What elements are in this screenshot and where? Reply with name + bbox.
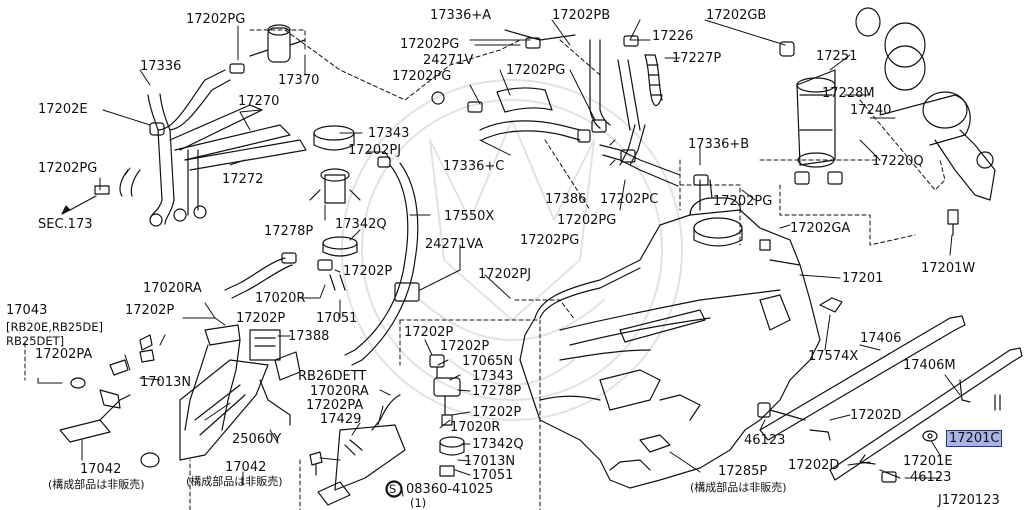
part-label[interactable]: 17406M <box>903 358 956 373</box>
part-label[interactable]: 17251 <box>816 49 858 64</box>
pump-assembly-left <box>59 324 301 468</box>
part-label[interactable]: 17013N <box>464 454 516 469</box>
part-label[interactable]: 17020R <box>255 291 306 306</box>
screw-symbol-letter: S <box>389 482 397 496</box>
part-label[interactable]: 17278P <box>472 384 522 399</box>
part-label[interactable]: 17336+A <box>430 8 492 23</box>
part-label[interactable]: 17220Q <box>872 154 924 169</box>
part-label[interactable]: 17202PG <box>557 213 617 228</box>
part-label[interactable]: 17336+C <box>443 159 505 174</box>
part-label[interactable]: 17272 <box>222 172 264 187</box>
part-label[interactable]: 08360-41025 <box>406 482 494 497</box>
part-label[interactable]: 17343 <box>368 126 410 141</box>
part-label[interactable]: 17550X <box>444 209 495 224</box>
part-label[interactable]: 17202P <box>404 325 454 340</box>
pump-assembly-rb26 <box>309 354 465 506</box>
part-label[interactable]: 17202P <box>472 405 522 420</box>
section-reference[interactable]: SEC.173 <box>38 217 93 232</box>
part-label[interactable]: 17202P <box>236 311 286 326</box>
group-boxes <box>24 29 946 510</box>
part-label[interactable]: 17202PA <box>35 347 93 362</box>
part-label[interactable]: 17013N <box>140 375 192 390</box>
part-label[interactable]: 17202PA <box>306 398 364 413</box>
part-label[interactable]: 17043 <box>6 303 48 318</box>
part-label[interactable]: 17065N <box>462 354 514 369</box>
part-label[interactable]: 17202PG <box>713 194 773 209</box>
part-label[interactable]: 17202PC <box>600 192 659 207</box>
part-note: (構成部品は非販売) <box>690 481 787 494</box>
part-label[interactable]: 17202PJ <box>478 267 532 282</box>
diagram-id: J1720123 <box>938 493 1000 508</box>
part-label[interactable]: 17202D <box>788 458 840 473</box>
tank-straps <box>757 297 1023 483</box>
part-label[interactable]: 17370 <box>278 73 320 88</box>
part-label[interactable]: 17020RA <box>143 281 202 296</box>
fuel-tank-17201 <box>519 174 821 489</box>
part-label[interactable]: 17202PG <box>400 37 460 52</box>
canister-17370 <box>229 24 306 74</box>
part-label[interactable]: 17042 <box>225 460 267 475</box>
part-label[interactable]: 17202P <box>440 339 490 354</box>
part-note: RB25DET] <box>6 334 65 348</box>
part-label[interactable]: 17388 <box>288 329 330 344</box>
part-note: (構成部品は非販売) <box>48 478 145 491</box>
part-label[interactable]: 17202D <box>850 408 902 423</box>
pump-top-assembly <box>224 125 420 366</box>
part-label[interactable]: 17202E <box>38 102 88 117</box>
part-quantity: (1) <box>410 496 427 510</box>
part-label[interactable]: 24271VA <box>425 237 484 252</box>
part-label[interactable]: 17202PJ <box>348 143 402 158</box>
part-label[interactable]: 17202GA <box>790 221 851 236</box>
leader-lines <box>37 19 961 497</box>
part-label[interactable]: 46123 <box>744 433 786 448</box>
part-label[interactable]: 17342Q <box>472 437 524 452</box>
part-label[interactable]: 17574X <box>808 349 859 364</box>
hose-assembly-left <box>61 69 307 227</box>
part-label[interactable]: 17429 <box>320 412 362 427</box>
part-label[interactable]: 17202PB <box>552 8 611 23</box>
part-label[interactable]: 17201W <box>921 261 976 276</box>
part-label[interactable]: 17343 <box>472 369 514 384</box>
part-label[interactable]: 17202PG <box>186 12 246 27</box>
part-label[interactable]: 17278P <box>264 224 314 239</box>
variant-label: RB26DETT <box>298 369 367 384</box>
part-label[interactable]: 17020R <box>450 420 501 435</box>
part-label[interactable]: 17336+B <box>688 137 750 152</box>
part-label[interactable]: 17228M <box>822 86 875 101</box>
part-label[interactable]: 17051 <box>472 468 514 483</box>
part-label[interactable]: 17342Q <box>335 217 387 232</box>
part-label[interactable]: 17270 <box>238 94 280 109</box>
filler-neck-assembly <box>779 7 996 236</box>
part-label[interactable]: 17202PG <box>38 161 98 176</box>
part-label[interactable]: 17202P <box>343 264 393 279</box>
part-label[interactable]: 17201 <box>842 271 884 286</box>
part-note: (構成部品は非販売) <box>186 475 283 488</box>
part-note: [RB20E,RB25DE] <box>6 320 104 334</box>
part-label[interactable]: 17202PG <box>520 233 580 248</box>
part-label[interactable]: 24271V <box>423 53 474 68</box>
part-label[interactable]: 17226 <box>652 29 694 44</box>
watermark-crest <box>341 79 683 421</box>
part-label[interactable]: 17240 <box>850 103 892 118</box>
part-label[interactable]: 17227P <box>672 51 722 66</box>
part-label[interactable]: 46123 <box>910 470 952 485</box>
highlighted-part-label[interactable]: 17201C <box>946 430 1003 447</box>
part-label[interactable]: 17336 <box>140 59 182 74</box>
part-label[interactable]: 17020RA <box>310 384 369 399</box>
part-label[interactable]: 25060Y <box>232 432 282 447</box>
part-label[interactable]: 17386 <box>545 192 587 207</box>
part-label[interactable]: 17202PG <box>506 63 566 78</box>
part-label[interactable]: 17202PG <box>392 69 452 84</box>
part-label[interactable]: 17201E <box>903 454 953 469</box>
part-label[interactable]: 17042 <box>80 462 122 477</box>
part-label[interactable]: 17285P <box>718 464 768 479</box>
part-label[interactable]: 17202GB <box>706 8 767 23</box>
part-label[interactable]: 17051 <box>316 311 358 326</box>
part-label[interactable]: 17202P <box>125 303 175 318</box>
part-label[interactable]: 17406 <box>860 331 902 346</box>
screw-symbol <box>385 480 403 498</box>
